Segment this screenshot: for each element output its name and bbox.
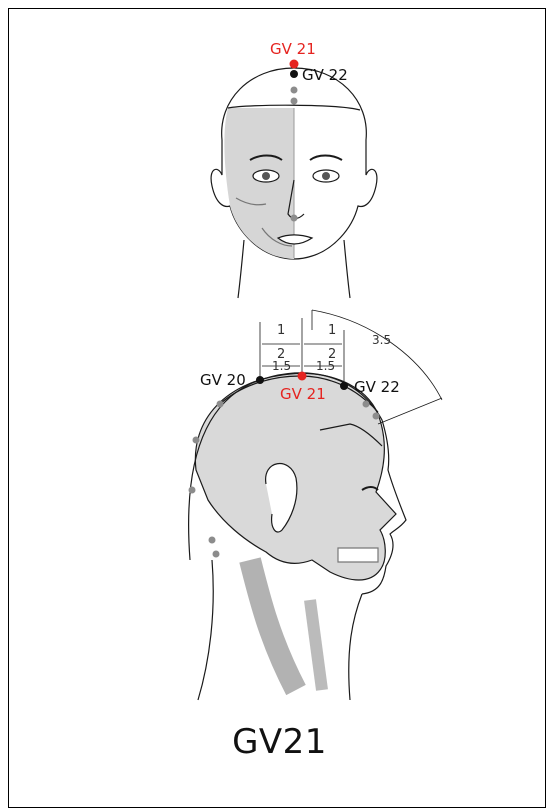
measure-left-span: 1.5 bbox=[272, 359, 291, 373]
side-point-gv20 bbox=[256, 376, 264, 384]
measure-arc-span: 3.5 bbox=[372, 333, 391, 347]
front-point-gv21 bbox=[290, 60, 299, 69]
side-label-gv22: GV 22 bbox=[354, 378, 400, 396]
measure-left-half-num: 1 bbox=[277, 323, 285, 338]
side-spine bbox=[250, 560, 296, 690]
page: GV 21 GV 22 bbox=[0, 0, 559, 789]
side-label-gv21: GV 21 bbox=[280, 385, 326, 403]
side-point-minor-3 bbox=[189, 487, 196, 494]
front-label-gv21: GV 21 bbox=[270, 40, 316, 58]
measure-right-span: 1.5 bbox=[316, 359, 335, 373]
side-teeth bbox=[338, 548, 378, 562]
front-point-minor-2 bbox=[291, 98, 298, 105]
front-point-minor-3 bbox=[291, 215, 298, 222]
acupoint-illustration: GV 21 GV 22 bbox=[0, 0, 559, 789]
caption: GV21 bbox=[0, 722, 559, 762]
side-neck-front bbox=[349, 594, 362, 700]
front-point-minor-1 bbox=[291, 87, 298, 94]
side-point-gv22 bbox=[340, 382, 348, 390]
front-neck-left bbox=[238, 240, 244, 298]
front-label-gv22: GV 22 bbox=[302, 66, 348, 84]
side-label-gv20: GV 20 bbox=[200, 371, 246, 389]
side-point-gv21 bbox=[298, 372, 307, 381]
side-trachea bbox=[310, 600, 322, 690]
side-point-minor-2 bbox=[193, 437, 200, 444]
front-point-gv22 bbox=[290, 70, 298, 78]
side-point-minor-5 bbox=[213, 551, 220, 558]
side-point-minor-4 bbox=[209, 537, 216, 544]
side-point-minor-6 bbox=[363, 401, 370, 408]
measure-right-half-num: 1 bbox=[328, 323, 336, 338]
side-point-minor-1 bbox=[217, 401, 224, 408]
side-point-minor-7 bbox=[373, 413, 380, 420]
front-neck-right bbox=[344, 240, 350, 298]
side-neck-back bbox=[198, 560, 213, 700]
side-head bbox=[189, 373, 406, 700]
